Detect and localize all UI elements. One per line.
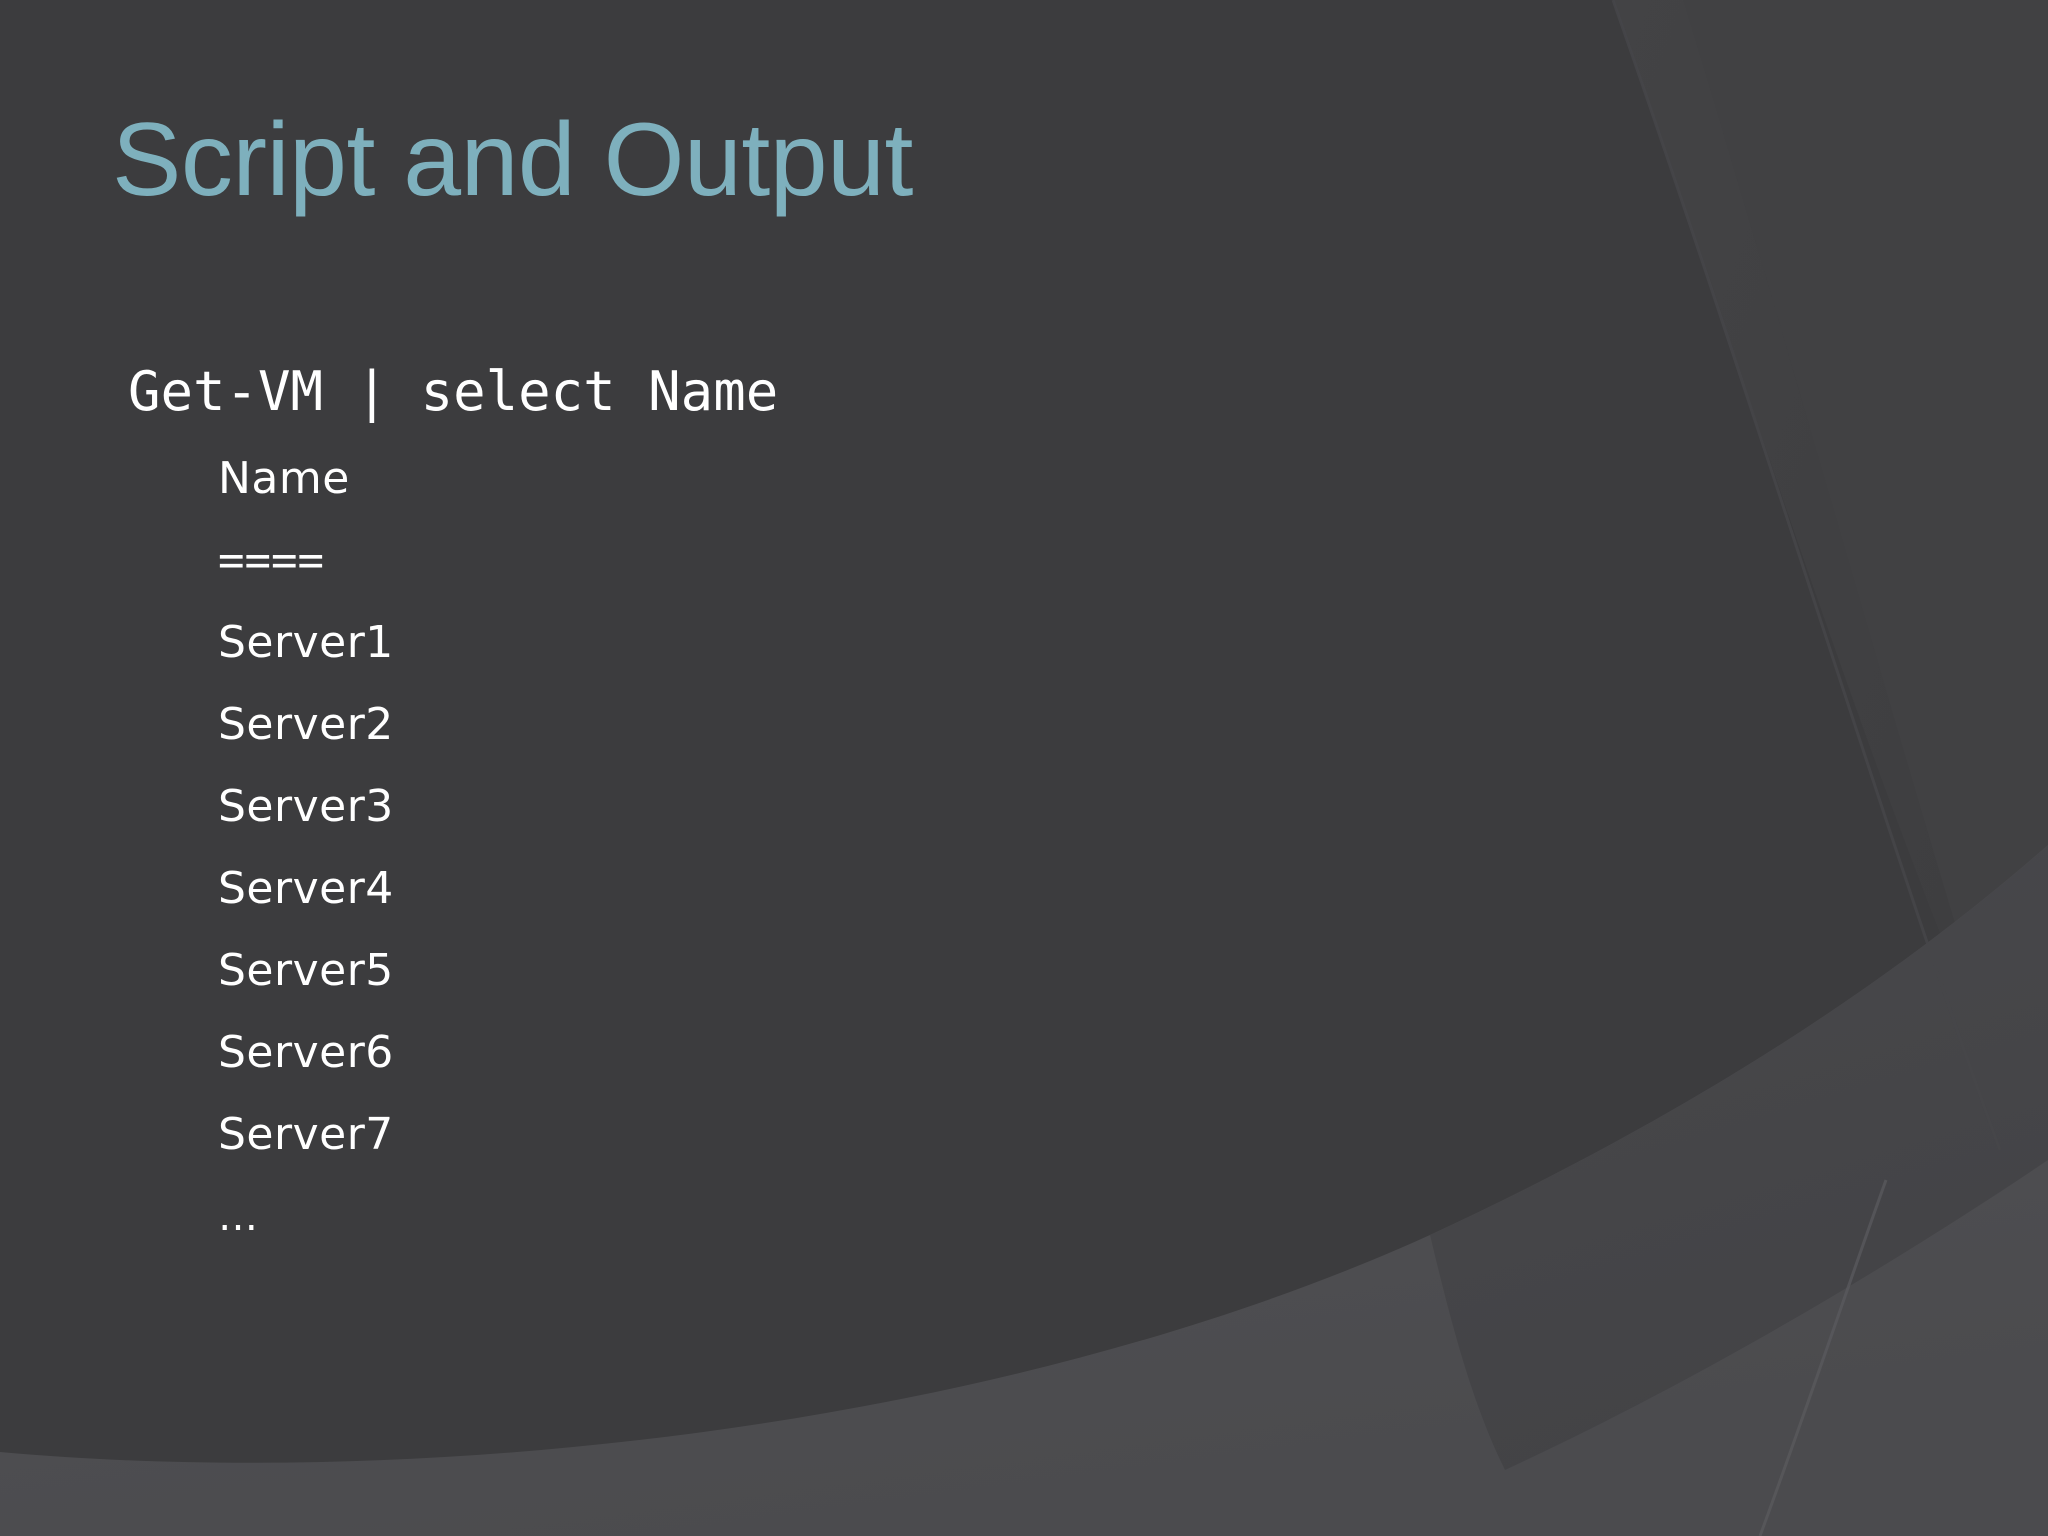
arc-right-outer: [1613, 0, 2048, 1180]
arc-bottom-mid: [1430, 845, 2048, 1470]
list-item: Server2: [218, 698, 394, 750]
list-item: Name: [218, 452, 350, 504]
arc-hairline: [1758, 1179, 1888, 1536]
list-item-ellipsis: …: [218, 1193, 259, 1240]
list-item: Server7: [218, 1108, 394, 1160]
list-item: Server4: [218, 862, 394, 914]
list-item: Server5: [218, 944, 394, 996]
list-item: Server3: [218, 780, 394, 832]
list-item: Server1: [218, 616, 394, 668]
page-title: Script and Output: [112, 102, 913, 218]
list-item: Server6: [218, 1026, 394, 1078]
command-line: Get-VM | select Name: [128, 360, 779, 423]
arc-hairline-right: [1611, 0, 2002, 1151]
slide-body: Get-VM | select Name Name ==== Server1 S…: [0, 360, 1500, 1258]
command-output-list: Name ==== Server1 Server2 Server3 Server…: [0, 438, 1500, 1258]
list-item: ====: [218, 534, 324, 586]
arc-right-inner: [1683, 0, 2048, 1215]
